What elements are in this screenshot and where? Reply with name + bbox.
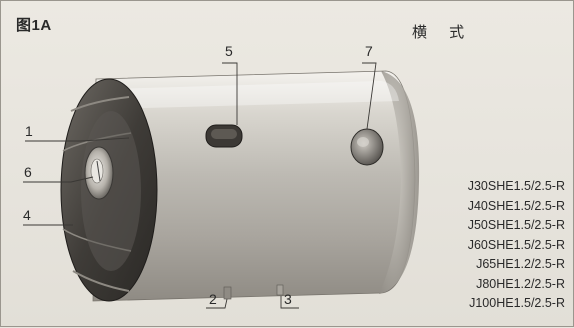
leader-3 <box>280 296 299 309</box>
model-item: J80HE1.2/2.5-R <box>476 276 565 291</box>
top-knob <box>350 128 384 166</box>
inlet-pipe <box>276 284 284 296</box>
figure-label: 图1A <box>16 17 52 34</box>
leader-6 <box>23 176 94 183</box>
callout-3: 3 <box>284 291 292 307</box>
model-item: J40SHE1.5/2.5-R <box>467 198 565 213</box>
model-item: J30SHE1.5/2.5-R <box>467 179 565 193</box>
callout-2: 2 <box>209 291 217 307</box>
leader-2 <box>206 298 228 309</box>
callout-7: 7 <box>365 43 373 59</box>
callout-5: 5 <box>225 43 233 59</box>
outlet-pipe <box>223 286 232 300</box>
model-item: J50SHE1.5/2.5-R <box>467 218 565 232</box>
callout-6: 6 <box>24 164 32 180</box>
leader-7 <box>362 62 377 130</box>
model-list: J30SHE1.5/2.5-R J40SHE1.5/2.5-R J50SHE1.… <box>431 177 565 314</box>
model-item: J65HE1.2/2.5-R <box>476 257 565 271</box>
callout-1: 1 <box>25 123 33 139</box>
leader-1 <box>25 137 130 142</box>
callout-4: 4 <box>23 207 31 223</box>
model-item: J100HE1.5/2.5-R <box>469 296 565 310</box>
model-item: J60SHE1.5/2.5-R <box>467 237 565 252</box>
leader-5 <box>222 62 238 125</box>
orientation-label: 横 式 <box>412 24 474 41</box>
tank-right-cap <box>379 71 420 294</box>
